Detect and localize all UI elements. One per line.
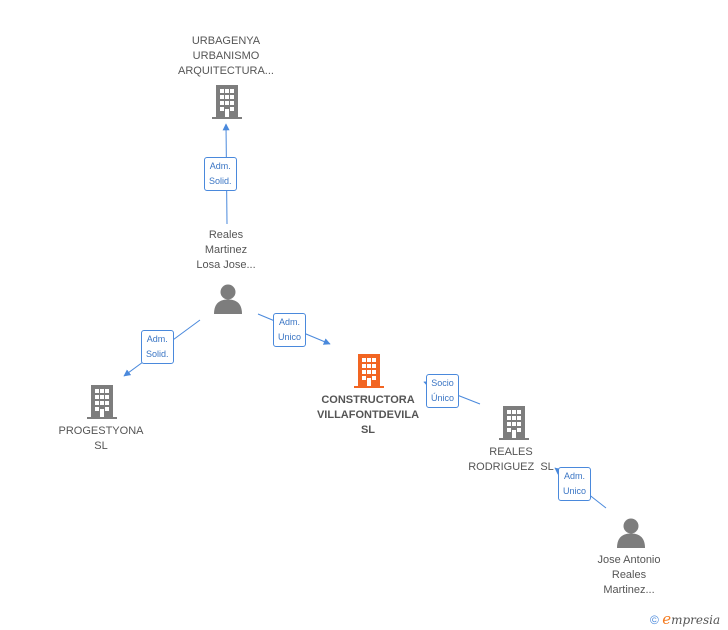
building-icon[interactable] [499, 406, 529, 440]
building-icon[interactable] [212, 85, 242, 119]
person-icon[interactable] [617, 518, 645, 549]
node-label-progestyona[interactable]: PROGESTYONA SL [58, 425, 144, 452]
node-label-urbagenya[interactable]: URBAGENYA URBANISMO ARQUITECTURA... [178, 35, 274, 77]
copyright-icon: © [650, 613, 659, 627]
node-label-jose-antonio[interactable]: Jose Antonio Reales Martinez... [597, 554, 661, 596]
edge-label-rodriguez-to-constructora[interactable]: Socio Único [426, 374, 460, 408]
edge-label-losa-to-constructora[interactable]: Adm. Unico [273, 313, 307, 347]
node-label-reales-losa[interactable]: Reales Martinez Losa Jose... [196, 229, 256, 271]
edge-label-jose-to-rodriguez[interactable]: Adm. Unico [558, 467, 592, 501]
node-label-constructora[interactable]: CONSTRUCTORA VILLAFONTDEVILA SL [316, 394, 420, 436]
edge-label-losa-to-urbagenya[interactable]: Adm. Solid. [204, 157, 237, 191]
building-icon[interactable] [87, 385, 117, 419]
brand-logo: empresia [662, 610, 721, 628]
building-icon[interactable] [354, 354, 384, 388]
person-icon[interactable] [214, 284, 242, 315]
edge-label-losa-to-progestyona[interactable]: Adm. Solid. [141, 330, 174, 364]
empresia-watermark: © empresia [650, 610, 720, 628]
node-label-reales-rodriguez[interactable]: REALES RODRIGUEZ SL [468, 446, 554, 473]
